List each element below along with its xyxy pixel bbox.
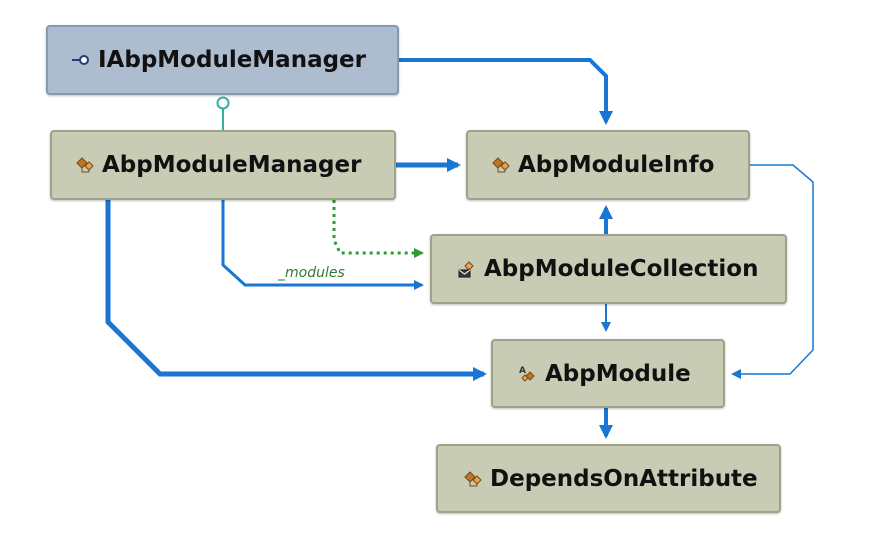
class-icon bbox=[74, 154, 96, 176]
node-label: AbpModuleManager bbox=[102, 152, 362, 178]
class-icon bbox=[490, 154, 512, 176]
node-abpmodulecollection[interactable]: AbpModuleCollection bbox=[430, 234, 787, 304]
node-iabpmodulemanager[interactable]: IAbpModuleManager bbox=[46, 25, 399, 95]
abstract-class-icon: A bbox=[517, 363, 539, 385]
edge-label-modules: _modules bbox=[278, 265, 345, 281]
edge-abpmodulemanager-to-abpmodule[interactable] bbox=[105, 200, 487, 381]
node-dependsonattribute[interactable]: DependsOnAttribute bbox=[436, 444, 781, 513]
node-label: IAbpModuleManager bbox=[98, 47, 367, 73]
sealed-class-icon bbox=[456, 258, 478, 280]
interface-lollipop-icon bbox=[216, 96, 230, 110]
node-label: DependsOnAttribute bbox=[490, 465, 758, 492]
node-abpmodulemanager[interactable]: AbpModuleManager bbox=[50, 130, 396, 200]
node-abpmodule[interactable]: A AbpModule bbox=[491, 339, 725, 408]
node-label: AbpModuleCollection bbox=[484, 256, 759, 282]
node-label: AbpModule bbox=[545, 360, 691, 387]
node-label: AbpModuleInfo bbox=[518, 152, 715, 178]
node-abpmoduleinfo[interactable]: AbpModuleInfo bbox=[466, 130, 750, 200]
edge-abpmoduleinfo-to-abpmodule[interactable] bbox=[731, 164, 814, 379]
interface-icon bbox=[70, 49, 92, 71]
svg-text:A: A bbox=[519, 366, 526, 376]
edge-abpmodulemanager-to-abpmodulecollection-modules[interactable] bbox=[221, 200, 424, 290]
edge-abpmodulemanager-to-abpmodulecollection-dependency[interactable] bbox=[332, 200, 424, 258]
edge-iabpmodulemanager-to-abpmoduleinfo[interactable] bbox=[399, 58, 613, 125]
class-icon bbox=[462, 468, 484, 490]
